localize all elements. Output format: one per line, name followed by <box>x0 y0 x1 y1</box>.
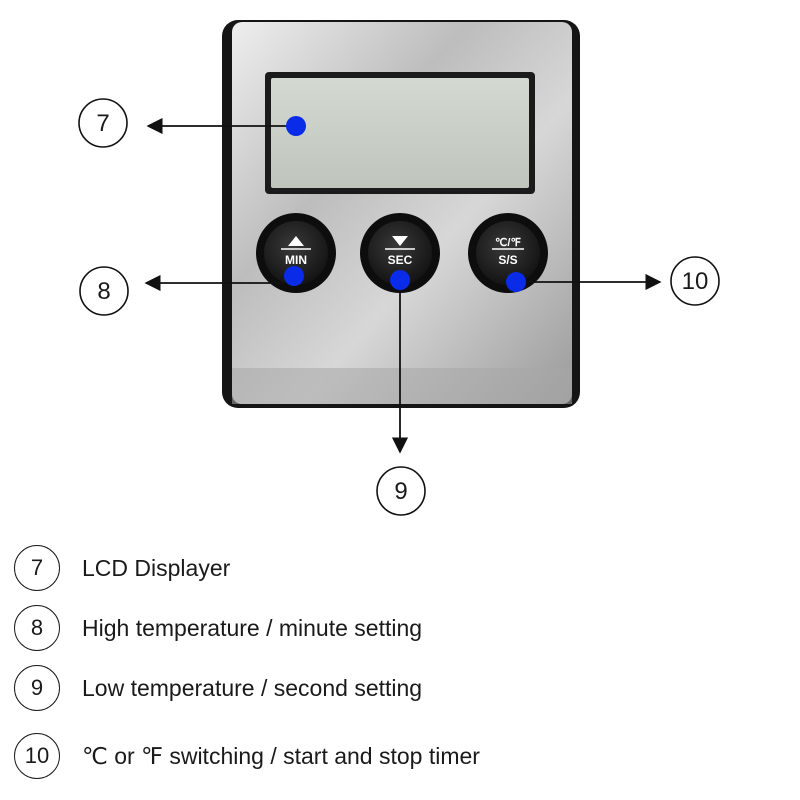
sec-button[interactable]: SEC <box>360 213 440 293</box>
marker-dot-9 <box>390 270 410 290</box>
callout-10: 10 <box>670 256 720 306</box>
sec-button-label: SEC <box>388 253 413 267</box>
thermometer-device: MIN SEC ℃/℉ S/S <box>222 20 580 408</box>
steel-lower-band <box>232 368 572 404</box>
legend-number: 9 <box>14 665 60 711</box>
marker-dot-10 <box>506 272 526 292</box>
callout-7: 7 <box>78 98 128 148</box>
up-triangle-icon <box>288 236 304 246</box>
legend-text: Low temperature / second setting <box>82 674 423 701</box>
marker-dot-8 <box>284 266 304 286</box>
legend-item-9: 9 Low temperature / second setting <box>14 663 422 713</box>
svg-text:7: 7 <box>96 110 109 137</box>
legend: 7 LCD Displayer 8 High temperature / min… <box>0 530 800 800</box>
thermometer-diagram: MIN SEC ℃/℉ S/S 7 <box>78 20 720 516</box>
marker-dot-7 <box>286 116 306 136</box>
svg-text:8: 8 <box>97 278 110 305</box>
legend-item-10: 10 ℃ or ℉ switching / start and stop tim… <box>14 731 480 781</box>
legend-item-8: 8 High temperature / minute setting <box>14 603 422 653</box>
min-button[interactable]: MIN <box>256 213 336 293</box>
min-button-label: MIN <box>285 253 307 267</box>
callout-8: 8 <box>79 266 129 316</box>
callout-markers <box>284 116 526 292</box>
leader-lines <box>144 117 662 454</box>
unit-button-top-label: ℃/℉ <box>495 237 521 249</box>
unit-button-bottom-label: S/S <box>498 253 517 267</box>
legend-text: High temperature / minute setting <box>82 614 423 641</box>
legend-number: 8 <box>14 605 60 651</box>
legend-number: 7 <box>14 545 60 591</box>
legend-item-7: 7 LCD Displayer <box>14 543 230 593</box>
legend-number: 10 <box>14 733 60 779</box>
legend-text: ℃ or ℉ switching / start and stop timer <box>82 742 480 769</box>
callout-9: 9 <box>376 466 426 516</box>
down-triangle-icon <box>392 236 408 246</box>
svg-text:10: 10 <box>682 268 709 295</box>
svg-text:9: 9 <box>394 478 407 505</box>
legend-text: LCD Displayer <box>82 554 231 581</box>
unit-button[interactable]: ℃/℉ S/S <box>468 213 548 293</box>
lcd-display <box>271 78 529 188</box>
